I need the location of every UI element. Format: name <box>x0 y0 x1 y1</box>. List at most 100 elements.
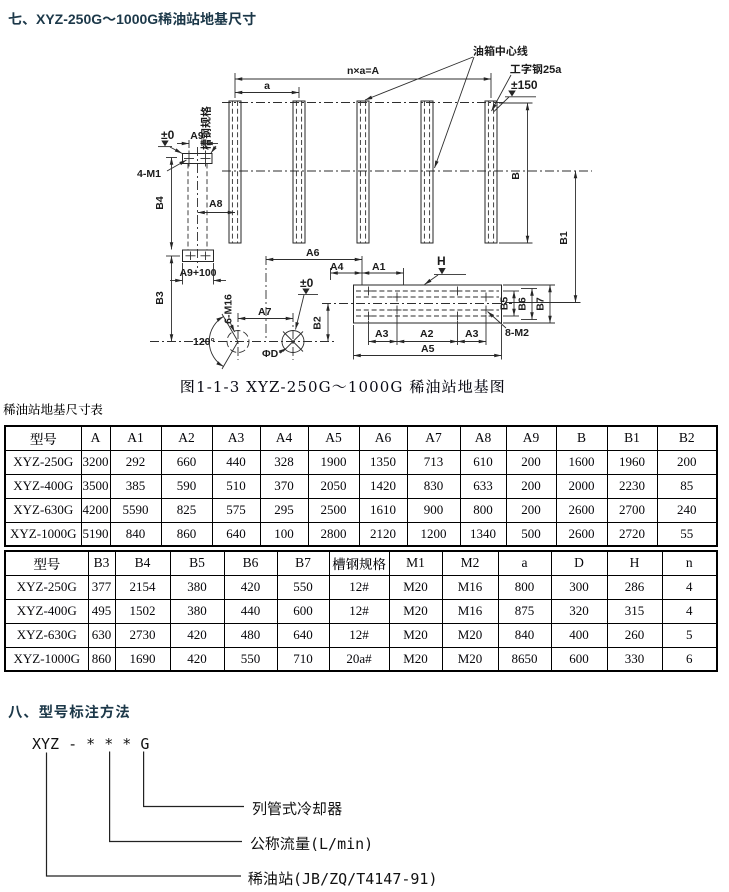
cell: 1690 <box>114 646 171 672</box>
cell: 1502 <box>114 598 171 624</box>
cell: 1350 <box>358 449 408 475</box>
header-cell: B <box>555 425 608 451</box>
cell: 2120 <box>358 521 408 547</box>
model-designation-diagram <box>0 725 729 892</box>
cell: 328 <box>259 449 309 475</box>
cell: 3500 <box>80 473 111 499</box>
dim-a3-right: A3 <box>465 328 479 340</box>
cell: 20a# <box>328 646 390 672</box>
cell: 4 <box>661 598 718 624</box>
header-cell: B1 <box>606 425 658 451</box>
header-cell: A3 <box>211 425 261 451</box>
cell: 85 <box>656 473 718 499</box>
cell: 550 <box>276 574 330 600</box>
header-cell: B6 <box>223 550 278 576</box>
cell: 2230 <box>606 473 658 499</box>
cell: 1200 <box>406 521 461 547</box>
cell: 420 <box>169 646 225 672</box>
callout-line-flow <box>108 751 242 843</box>
level-h-label: H <box>437 254 446 268</box>
cell: 590 <box>160 473 213 499</box>
cell: XYZ-1000G <box>4 521 82 547</box>
header-cell: 型号 <box>4 425 82 451</box>
cell: 2800 <box>307 521 360 547</box>
cell: 5190 <box>80 521 111 547</box>
drawing-line <box>493 96 510 112</box>
cell: 600 <box>550 646 608 672</box>
bolt-circle-detail: 120° 6-M16 A7 ΦD ±0 B2 <box>150 276 336 370</box>
header-cell: a <box>497 550 552 576</box>
header-cell: A5 <box>307 425 360 451</box>
cell: XYZ-630G <box>4 497 82 523</box>
drawing-path <box>438 268 446 275</box>
dim-nxa: n×a=A <box>347 65 380 77</box>
cell: 292 <box>109 449 162 475</box>
header-cell: A8 <box>459 425 507 451</box>
callout-line-station <box>45 752 241 877</box>
drawing-path <box>161 140 169 147</box>
callout-flow: 公称流量(L/min) <box>250 833 374 854</box>
cell: XYZ-400G <box>4 598 89 624</box>
plate-holes <box>184 150 211 167</box>
level-150-label: ±150 <box>511 78 538 92</box>
dim-a4: A4 <box>330 261 344 273</box>
header-cell: 槽钢规格 <box>328 550 390 576</box>
cell: XYZ-250G <box>4 574 89 600</box>
cell: 12# <box>328 622 390 648</box>
header-cell: B4 <box>114 550 171 576</box>
dim-b6: B6 <box>517 297 529 311</box>
drawing-rect <box>228 100 242 244</box>
cell: 240 <box>656 497 718 523</box>
level-0-right-label: ±0 <box>300 276 314 290</box>
cell: 840 <box>109 521 162 547</box>
cell: 4200 <box>80 497 111 523</box>
cell: 420 <box>169 622 225 648</box>
cell: 5590 <box>109 497 162 523</box>
drawing-line <box>487 311 507 329</box>
cooler-plate-holes <box>364 286 491 321</box>
dim-a9: A9 <box>190 130 204 142</box>
cell: 420 <box>223 574 278 600</box>
drawing-line <box>229 321 235 333</box>
cell: M20 <box>388 574 443 600</box>
cell: 2050 <box>307 473 360 499</box>
cell: 8650 <box>497 646 552 672</box>
cell: 660 <box>160 449 213 475</box>
dim-120deg: 120° <box>193 336 215 348</box>
cell: 610 <box>459 449 507 475</box>
cell: 640 <box>211 521 261 547</box>
cell: 440 <box>223 598 278 624</box>
cell: 550 <box>223 646 278 672</box>
dim-a3-left: A3 <box>375 328 389 340</box>
header-cell: B2 <box>656 425 718 451</box>
foundation-diagram: n×a=A a 油箱中心线 工字钢25a ±150 B B1 <box>0 0 729 372</box>
cell: 385 <box>109 473 162 499</box>
drawing-path <box>302 288 310 295</box>
cell: 480 <box>223 622 278 648</box>
cell: 300 <box>550 574 608 600</box>
header-cell: A <box>80 425 111 451</box>
cell: 860 <box>87 646 116 672</box>
dim-b5: B5 <box>499 297 511 311</box>
dim-b2: B2 <box>312 316 324 330</box>
cell: 1420 <box>358 473 408 499</box>
drawing-rect <box>420 100 434 244</box>
header-cell: A7 <box>406 425 461 451</box>
dim-b3: B3 <box>154 291 166 305</box>
cell: XYZ-400G <box>4 473 82 499</box>
drawing-line <box>210 145 217 154</box>
header-cell: D <box>550 550 608 576</box>
header-cell: B3 <box>87 550 116 576</box>
dim-a9p100: A9+100 <box>179 267 216 279</box>
cell: 200 <box>505 497 557 523</box>
cell: M20 <box>388 622 443 648</box>
cell: M20 <box>388 646 443 672</box>
section7-heading: 七、XYZ-250G～1000G稀油站地基尺寸 <box>8 9 257 29</box>
cell: 875 <box>497 598 552 624</box>
cell: 200 <box>505 449 557 475</box>
drawing-line <box>295 294 305 330</box>
